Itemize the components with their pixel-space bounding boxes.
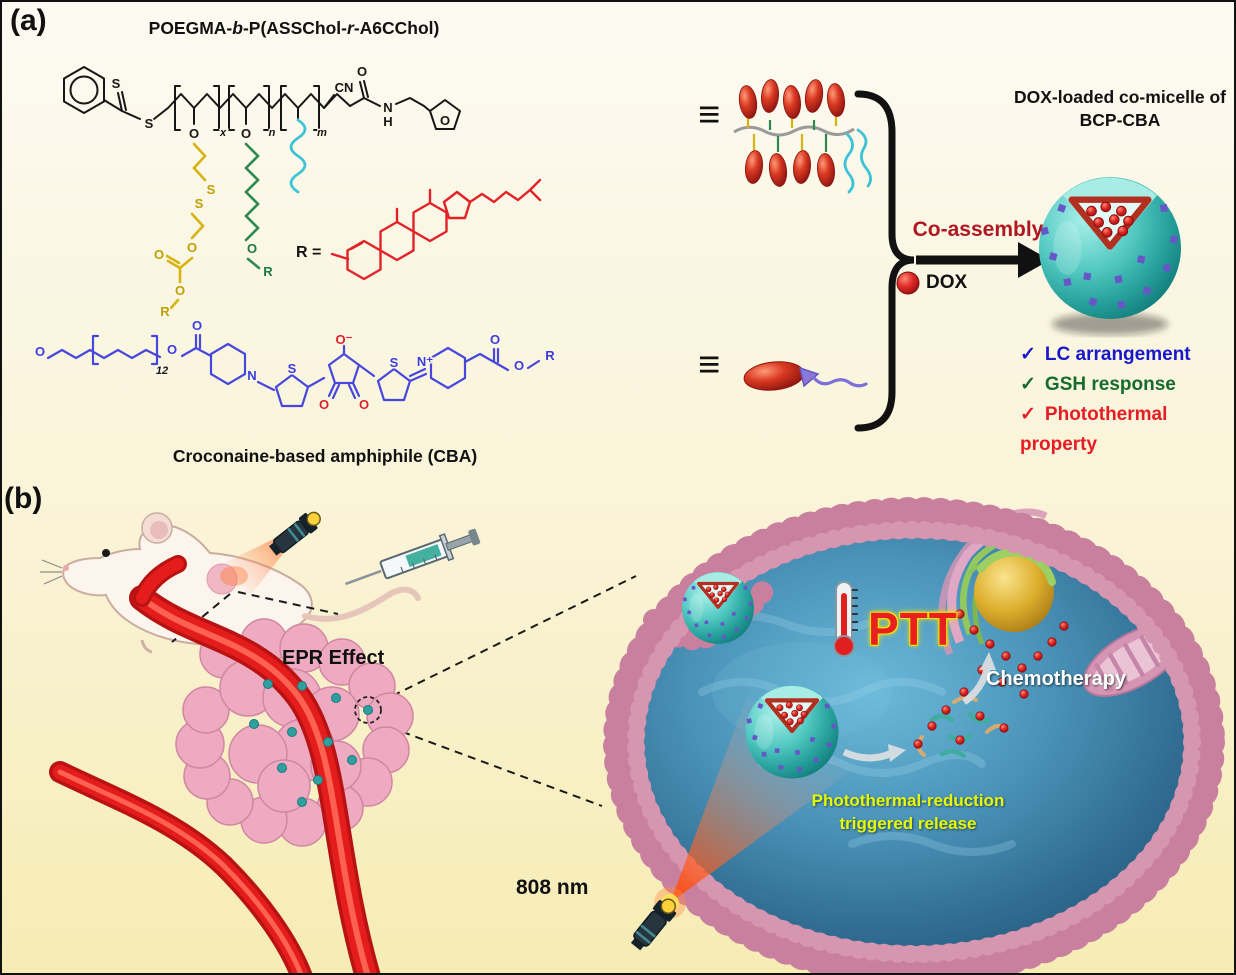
tumor-spot [206, 563, 238, 595]
micelle-cytosol [746, 686, 839, 779]
check-icon: ✓ [1020, 374, 1036, 395]
atom-label: O [189, 126, 199, 141]
polymer-title: POEGMA-b-P(ASSChol-r-A6CChol) [94, 18, 494, 39]
title-part-italic: r [347, 18, 354, 38]
ptt-label: PTT [868, 603, 958, 655]
title-part: -P(ASSChol- [242, 18, 347, 38]
comicelle-title-line2: BCP-CBA [1079, 109, 1161, 130]
check-icon: ✓ [1020, 404, 1036, 425]
atom-label: O [154, 247, 164, 262]
brace [854, 90, 915, 432]
r-equals-label: R = [296, 244, 322, 261]
polymer-cartoon [733, 79, 872, 194]
atom-label: O [514, 358, 524, 373]
atom-label: R [160, 304, 170, 319]
laser-pointer-top [220, 511, 321, 596]
laser-wavelength-label: 808 nm [516, 876, 589, 899]
croconaine-structure: O 12 O O N S O⁻ O O S N⁺ O O [33, 317, 556, 414]
atom-label: O [359, 397, 369, 412]
atom-label: R [545, 348, 555, 363]
process-arrows [842, 652, 996, 762]
atom-label: O [187, 240, 197, 255]
atom-label: O [241, 126, 251, 141]
atom-label: O [167, 342, 177, 357]
thermometer-icon [833, 581, 858, 657]
coassembly-label: Co-assembly [912, 218, 1044, 241]
micelle-dots [249, 679, 373, 807]
atom-label: N⁺ [417, 354, 433, 369]
panel-b-graphics [40, 497, 1225, 973]
micelle-endosome [680, 570, 756, 646]
dox-sphere [896, 271, 920, 295]
title-part: POEGMA- [148, 18, 233, 38]
equivalence-symbol-polymer: ≡ [698, 94, 721, 136]
atom-label: N [247, 368, 256, 383]
subscript: n [269, 127, 276, 139]
blood-vessels [49, 555, 381, 973]
coassembly-arrow [916, 242, 1050, 278]
atom-label: S [390, 355, 399, 370]
feature-label: GSH response [1044, 374, 1176, 395]
mouse [40, 512, 421, 658]
panel-a-graphics: S S x n m CN O N H O O S S O O O [33, 63, 1181, 432]
laser-pointer-bottom [630, 898, 677, 951]
subscript: 12 [156, 365, 168, 377]
syringe [345, 528, 481, 586]
release-label-line1: Photothermal-reduction [811, 791, 1005, 810]
feature-photothermal: ✓Photothermal property [1020, 400, 1234, 460]
feature-gsh-response: ✓ GSH response [1020, 370, 1234, 400]
atom-label: O [35, 344, 45, 359]
tumor-mass [49, 555, 414, 973]
comicelle-title: DOX-loaded co-micelle of BCP-CBA [1002, 86, 1234, 132]
cancer-cell [603, 497, 1225, 973]
title-part: -A6CChol) [353, 18, 440, 38]
dox-label: DOX [926, 272, 968, 293]
chemotherapy-label: Chemotherapy [986, 668, 1127, 690]
atom-label: O [319, 397, 329, 412]
atom-label: H [383, 114, 392, 129]
atom-label: N [383, 100, 392, 115]
atom-label: S [288, 361, 297, 376]
subscript: m [317, 127, 327, 139]
atom-label: S [112, 76, 121, 91]
title-part-italic: b [232, 18, 243, 38]
comicelle-title-line1: DOX-loaded co-micelle of [1014, 87, 1226, 107]
feature-label: Photothermal property [1020, 404, 1168, 455]
feature-label: LC arrangement [1044, 344, 1191, 365]
polymer-structure: S S x n m CN O N H O O S S O O O [63, 63, 461, 321]
atom-label: O [490, 332, 500, 347]
atom-label: CN [335, 80, 354, 95]
atom-label: O⁻ [336, 332, 353, 347]
atom-label: O [192, 318, 202, 333]
subscript: x [219, 127, 227, 139]
atom-label: S [207, 182, 216, 197]
release-label: Photothermal-reduction triggered release [782, 790, 1034, 836]
panel-a-label: (a) [10, 4, 47, 37]
cholesterol-structure [330, 178, 542, 281]
feature-lc-arrangement: ✓ LC arrangement [1020, 340, 1234, 370]
atom-label: O [440, 113, 450, 128]
atom-label: R [263, 264, 273, 279]
equivalence-symbol-cba: ≡ [698, 344, 721, 386]
check-icon: ✓ [1020, 344, 1036, 365]
cba-caption: Croconaine-based amphiphile (CBA) [172, 446, 478, 466]
comicelle [1039, 177, 1181, 335]
atom-label: O [247, 241, 257, 256]
epr-effect-label: EPR Effect [282, 647, 385, 669]
atom-label: O [357, 64, 367, 79]
cba-cartoon [743, 361, 868, 391]
atom-label: S [195, 196, 204, 211]
feature-list: ✓LC arrangement ✓GSH response ✓Photother… [1020, 340, 1234, 460]
panel-b-label: (b) [4, 482, 43, 515]
atom-label: S [145, 116, 154, 131]
release-label-line2: triggered release [839, 813, 977, 833]
atom-label: O [175, 283, 185, 298]
